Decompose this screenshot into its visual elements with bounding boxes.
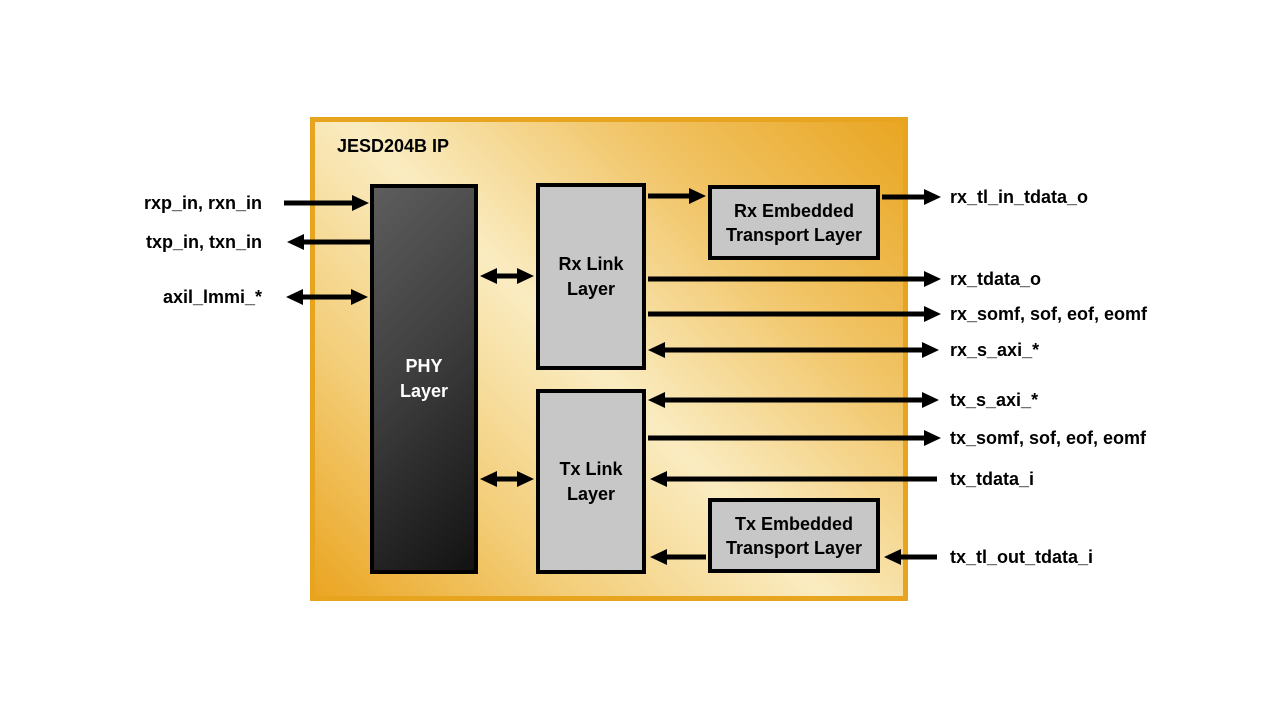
port-label-tx-tdata-i: tx_tdata_i: [950, 469, 1035, 489]
port-label-tx-tl-out-tdata-i: tx_tl_out_tdata_i: [950, 547, 1094, 567]
port-label-tx-somf: tx_somf, sof, eof, eomf: [950, 428, 1147, 448]
phy-layer-label-line2: Layer: [399, 381, 449, 401]
tx-link-layer-label-line1: Tx Link: [559, 458, 623, 479]
port-label-tx-s-axi: tx_s_axi_*: [950, 390, 1039, 410]
port-label-rx-tl-in-tdata-o: rx_tl_in_tdata_o: [950, 187, 1089, 207]
tx-link-layer-block: Tx Link Layer: [536, 389, 646, 574]
port-label-rx-somf: rx_somf, sof, eof, eomf: [950, 304, 1148, 324]
port-label-rx-tdata-o: rx_tdata_o: [950, 269, 1042, 289]
tx-transport-label-line1: Tx Embedded: [734, 513, 854, 534]
port-label-axil-lmmi: axil_lmmi_*: [162, 287, 262, 307]
rx-link-layer-label-line1: Rx Link: [558, 253, 624, 274]
tx-link-layer-label-line2: Layer: [566, 483, 616, 504]
tx-transport-label-line2: Transport Layer: [725, 537, 863, 558]
rx-link-layer-block: Rx Link Layer: [536, 183, 646, 370]
port-label-rxp-in: rxp_in, rxn_in: [143, 193, 262, 213]
rx-transport-label-line2: Transport Layer: [725, 224, 863, 245]
rx-transport-label-line1: Rx Embedded: [733, 200, 855, 221]
rx-embedded-transport-layer-block: Rx Embedded Transport Layer: [708, 185, 880, 260]
phy-layer-label-line1: PHY: [405, 356, 443, 376]
phy-layer-block: PHY Layer: [370, 184, 478, 574]
tx-embedded-transport-layer-block: Tx Embedded Transport Layer: [708, 498, 880, 573]
port-label-rx-s-axi: rx_s_axi_*: [950, 340, 1040, 360]
rx-link-layer-label-line2: Layer: [566, 278, 616, 299]
port-label-txp-in: txp_in, txn_in: [145, 232, 262, 252]
diagram-title: JESD204B IP: [337, 136, 450, 156]
